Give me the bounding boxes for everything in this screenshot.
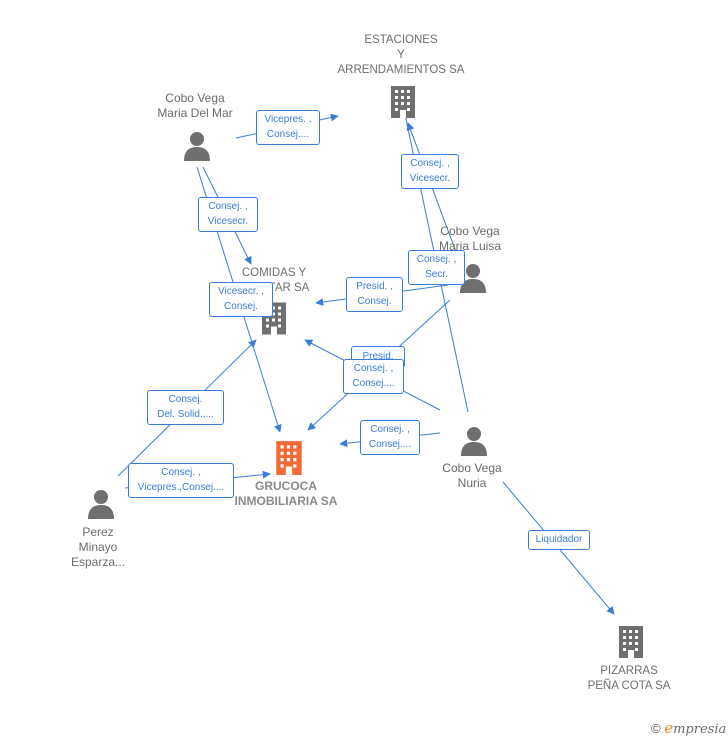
person-name-line: Cobo Vega — [165, 91, 225, 105]
person-label-maria-luisa[interactable]: Cobo Vega Maria Luisa — [420, 224, 520, 254]
person-label-perez[interactable]: Perez Minayo Esparza... — [58, 525, 138, 570]
relation-role-line: Presid. — [362, 351, 394, 362]
person-label-maria-del-mar[interactable]: Cobo Vega Maria Del Mar — [140, 91, 250, 121]
company-name-line: ARRENDAMIENTOS SA — [337, 64, 465, 76]
building-icon[interactable] — [259, 300, 289, 335]
relation-box[interactable]: Consej. , Vicesecr. — [401, 154, 459, 189]
brand-logo-text: mpresia — [673, 722, 727, 737]
company-label-grucoca[interactable]: GRUCOCA INMOBILIARIA SA — [220, 479, 352, 509]
building-icon[interactable] — [616, 624, 646, 658]
relation-role-line: Consej.... — [352, 378, 395, 389]
empresia-watermark: © empresia — [651, 719, 726, 737]
company-name-line: PIZARRAS — [600, 665, 658, 677]
edge-marialuisa-estaciones — [406, 122, 463, 269]
relation-role-line: Consej. , — [370, 424, 410, 435]
person-name-line: Maria Luisa — [438, 239, 502, 253]
relation-role-line: Vicesecr. — [207, 216, 249, 227]
relation-box[interactable]: Consej. , Vicepres.,Consej.... — [128, 463, 234, 498]
person-name-line: Perez — [82, 525, 114, 539]
relation-role-line: Vicesecr. , — [218, 286, 264, 297]
person-icon[interactable] — [87, 489, 115, 519]
relation-role-line: Consej. — [357, 296, 392, 307]
company-name-line: Y — [397, 49, 405, 61]
copyright-symbol: © — [651, 721, 661, 736]
person-name-line: Cobo Vega — [440, 224, 500, 238]
relation-role-line: Consej. — [168, 394, 203, 405]
person-name-line: Cobo Vega — [442, 461, 502, 475]
company-label-comidas[interactable]: COMIDAS Y TAR SA — [232, 266, 316, 296]
company-name-line: ESTACIONES — [364, 34, 438, 46]
relation-role-line: Liquidador — [535, 534, 583, 545]
relation-box[interactable]: Presid. , Consej. — [346, 277, 403, 312]
relation-role-line: Consej. , — [416, 254, 457, 265]
company-name-line: COMIDAS Y — [241, 267, 307, 279]
relation-role-line: Consej. , — [410, 158, 450, 169]
relation-role-line: Secr. — [425, 269, 448, 280]
relation-box[interactable]: Consej. , Consej.... — [360, 420, 420, 455]
relation-role-line: Consej. , — [161, 467, 201, 478]
relation-box[interactable]: Consej. , Consej.... — [343, 359, 404, 394]
person-icon[interactable] — [460, 426, 488, 456]
building-icon-highlighted[interactable] — [273, 439, 305, 475]
relation-role-line: Consej. , — [208, 201, 248, 212]
relation-role-line: Consej. , — [353, 363, 394, 374]
relation-role-line: Presid. , — [356, 281, 393, 292]
company-name-line: GRUCOCA — [255, 479, 317, 493]
person-name-line: Esparza... — [70, 555, 126, 569]
relation-role-line: Vicepres. , — [264, 114, 312, 125]
building-icon[interactable] — [388, 84, 418, 118]
relation-role-line: Vicepres.,Consej.... — [137, 482, 225, 493]
company-name-line: INMOBILIARIA SA — [234, 494, 338, 508]
relation-box[interactable]: Vicepres. , Consej.... — [256, 110, 320, 145]
person-icon[interactable] — [459, 263, 487, 293]
brand-logo-e: e — [664, 719, 674, 737]
person-icon[interactable] — [183, 131, 211, 161]
relation-box[interactable]: Consej. Del. Solid.,... — [147, 390, 224, 425]
person-name-line: Minayo — [78, 540, 118, 554]
relation-box[interactable]: Consej. , Secr. — [408, 250, 465, 285]
relation-role-line: Consej.... — [368, 439, 412, 450]
relation-role-line: Vicesecr. — [409, 173, 451, 184]
relation-role-line: Del. Solid.,... — [157, 409, 214, 420]
company-name-line: TAR SA — [268, 282, 310, 294]
company-label-pizarras[interactable]: PIZARRAS PEÑA COTA SA — [570, 664, 688, 694]
person-label-nuria[interactable]: Cobo Vega Nuria — [422, 461, 522, 491]
relation-role-line: Consej.... — [266, 129, 310, 140]
person-name-line: Nuria — [457, 476, 487, 490]
relation-box[interactable]: Consej. , Vicesecr. — [198, 197, 258, 232]
relation-box[interactable]: Liquidador — [528, 530, 590, 550]
relation-role-line: Consej. — [224, 301, 258, 312]
company-label-estaciones[interactable]: ESTACIONES Y ARRENDAMIENTOS SA — [325, 33, 477, 78]
relation-box[interactable]: Vicesecr. , Consej. — [209, 282, 273, 317]
company-name-line: PEÑA COTA SA — [587, 680, 671, 692]
person-name-line: Maria Del Mar — [157, 106, 233, 120]
